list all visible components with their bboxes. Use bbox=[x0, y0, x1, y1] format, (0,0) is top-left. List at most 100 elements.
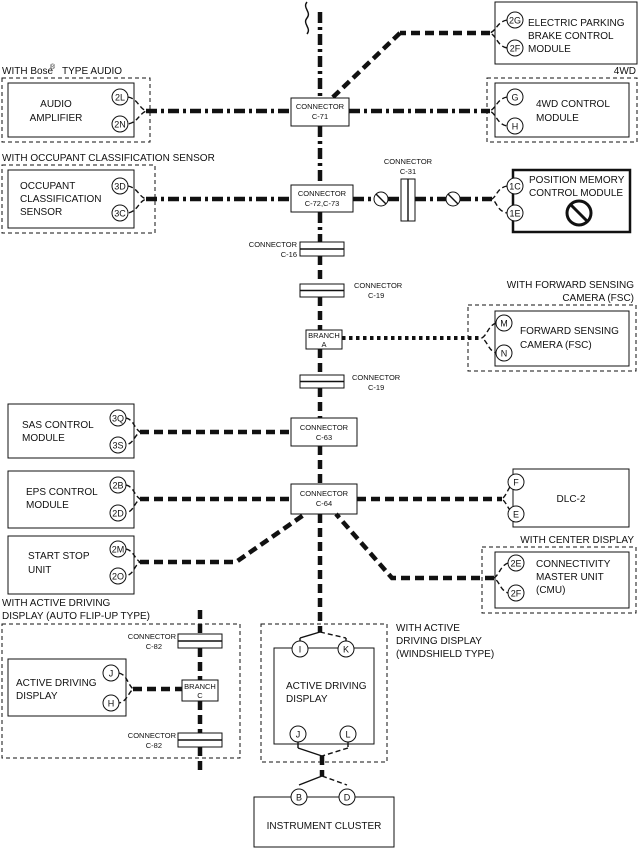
svg-text:DRIVING DISPLAY: DRIVING DISPLAY bbox=[396, 636, 482, 647]
svg-text:A: A bbox=[321, 340, 326, 349]
epb-pin-2f bbox=[506, 39, 524, 57]
svg-text:C-19: C-19 bbox=[368, 383, 384, 392]
svg-text:OCCUPANT: OCCUPANT bbox=[20, 181, 75, 192]
svg-text:CONNECTOR: CONNECTOR bbox=[300, 423, 349, 432]
svg-text:WITH ACTIVE: WITH ACTIVE bbox=[396, 623, 460, 634]
svg-text:EPS CONTROL: EPS CONTROL bbox=[26, 487, 98, 498]
cluster-group: B D INSTRUMENT CLUSTER bbox=[253, 788, 395, 848]
ssu-group: 2M 2O START STOP UNIT bbox=[7, 512, 307, 595]
svg-text:C-82: C-82 bbox=[146, 642, 162, 651]
svg-text:2F: 2F bbox=[511, 589, 522, 599]
connector-c64: CONNECTOR C-64 bbox=[290, 483, 358, 515]
audio-amp-group: WITH Bose ® TYPE AUDIO 2L 2N AUDIO AMPLI… bbox=[1, 63, 292, 143]
svg-text:G: G bbox=[511, 93, 518, 103]
svg-text:H: H bbox=[512, 122, 519, 132]
connector-c72-c73: CONNECTOR C-72,C-73 bbox=[290, 184, 354, 213]
svg-text:INSTRUMENT CLUSTER: INSTRUMENT CLUSTER bbox=[267, 821, 382, 832]
svg-text:CONNECTOR: CONNECTOR bbox=[298, 189, 347, 198]
svg-text:CONNECTOR: CONNECTOR bbox=[128, 632, 177, 641]
epb-module-group: 2G 2F ELECTRIC PARKING BRAKE CONTROL MOD… bbox=[328, 1, 638, 102]
type-audio-label: TYPE AUDIO bbox=[62, 66, 122, 77]
svg-text:F: F bbox=[513, 478, 519, 488]
svg-text:CONNECTOR: CONNECTOR bbox=[384, 157, 433, 166]
prohibited-icon bbox=[565, 199, 593, 227]
svg-text:B: B bbox=[296, 793, 302, 803]
svg-text:E: E bbox=[513, 510, 519, 520]
awd-label: 4WD bbox=[614, 66, 636, 77]
svg-text:C-82: C-82 bbox=[146, 741, 162, 750]
svg-text:CAMERA (FSC): CAMERA (FSC) bbox=[520, 340, 592, 351]
with-bose-label: WITH Bose bbox=[2, 66, 54, 77]
svg-text:CONNECTOR: CONNECTOR bbox=[354, 281, 403, 290]
svg-text:CONTROL MODULE: CONTROL MODULE bbox=[529, 188, 623, 199]
with-ocs-label: WITH OCCUPANT CLASSIFICATION SENSOR bbox=[2, 153, 215, 164]
svg-text:DLC-2: DLC-2 bbox=[557, 494, 586, 505]
svg-text:C-63: C-63 bbox=[316, 433, 332, 442]
svg-text:ACTIVE DRIVING: ACTIVE DRIVING bbox=[286, 681, 367, 692]
svg-text:3S: 3S bbox=[112, 441, 123, 451]
svg-text:M: M bbox=[500, 319, 508, 329]
add-auto-group: WITH ACTIVE DRIVING DISPLAY (AUTO FLIP-U… bbox=[1, 598, 241, 772]
twisted-pair-icon bbox=[445, 191, 461, 207]
epb-pin-2f-label: 2F bbox=[510, 44, 521, 54]
svg-text:2M: 2M bbox=[112, 545, 125, 555]
audio-pin-2l: 2L bbox=[115, 93, 125, 103]
audio-pin-2n: 2N bbox=[114, 120, 126, 130]
svg-text:2O: 2O bbox=[112, 572, 124, 582]
add-ws-group: WITH ACTIVE DRIVING DISPLAY (WINDSHIELD … bbox=[260, 623, 494, 786]
connector-c19-upper: CONNECTOR C-19 bbox=[299, 281, 403, 300]
audio-line1: AUDIO bbox=[40, 99, 72, 110]
svg-text:WITH ACTIVE DRIVING: WITH ACTIVE DRIVING bbox=[2, 598, 111, 609]
svg-text:C: C bbox=[197, 691, 203, 700]
svg-text:2D: 2D bbox=[112, 509, 124, 519]
fsc-group: WITH FORWARD SENSING CAMERA (FSC) M N FO… bbox=[342, 280, 637, 372]
svg-text:FORWARD SENSING: FORWARD SENSING bbox=[520, 326, 619, 337]
svg-text:D: D bbox=[344, 793, 351, 803]
twisted-pair-icon bbox=[373, 191, 389, 207]
epb-line3: MODULE bbox=[528, 44, 571, 55]
svg-text:POSITION MEMORY: POSITION MEMORY bbox=[529, 175, 625, 186]
awd-line2: MODULE bbox=[536, 113, 579, 124]
svg-text:(WINDSHIELD TYPE): (WINDSHIELD TYPE) bbox=[396, 649, 494, 660]
bose-reg: ® bbox=[50, 63, 56, 71]
awd-group: 4WD G H 4WD CONTROL MODULE bbox=[349, 66, 638, 143]
svg-text:C-72,C-73: C-72,C-73 bbox=[305, 199, 340, 208]
svg-text:BRANCH: BRANCH bbox=[308, 331, 340, 340]
svg-text:C-31: C-31 bbox=[400, 167, 416, 176]
svg-text:C-16: C-16 bbox=[281, 250, 297, 259]
svg-text:(CMU): (CMU) bbox=[536, 585, 565, 596]
svg-text:SAS CONTROL: SAS CONTROL bbox=[22, 420, 94, 431]
svg-text:START STOP: START STOP bbox=[28, 551, 90, 562]
dlc-group: F E DLC-2 bbox=[357, 468, 630, 528]
pmc-group: CONNECTOR C-31 1C 1E POSITION MEMORY CON… bbox=[353, 157, 632, 234]
svg-text:MASTER UNIT: MASTER UNIT bbox=[536, 572, 604, 583]
svg-text:CONNECTOR: CONNECTOR bbox=[296, 102, 345, 111]
svg-text:CONNECTIVITY: CONNECTIVITY bbox=[536, 559, 611, 570]
svg-text:C-71: C-71 bbox=[312, 112, 328, 121]
svg-text:DISPLAY (AUTO FLIP-UP TYPE): DISPLAY (AUTO FLIP-UP TYPE) bbox=[2, 611, 150, 622]
svg-text:J: J bbox=[109, 669, 114, 679]
svg-text:I: I bbox=[299, 645, 302, 655]
svg-text:K: K bbox=[343, 645, 349, 655]
svg-text:J: J bbox=[296, 730, 301, 740]
svg-text:L: L bbox=[345, 730, 350, 740]
cmu-group: WITH CENTER DISPLAY 2E 2F CONNECTIVITY M… bbox=[334, 512, 637, 614]
svg-text:MODULE: MODULE bbox=[22, 433, 65, 444]
svg-text:CONNECTOR: CONNECTOR bbox=[300, 489, 349, 498]
svg-text:3Q: 3Q bbox=[112, 414, 124, 424]
connector-c71: CONNECTOR C-71 bbox=[290, 97, 350, 127]
svg-text:WITH FORWARD SENSING: WITH FORWARD SENSING bbox=[507, 280, 634, 291]
svg-text:MODULE: MODULE bbox=[26, 500, 69, 511]
main-trunk bbox=[304, 1, 323, 632]
connector-c16: CONNECTOR C-16 bbox=[249, 240, 345, 259]
svg-text:3D: 3D bbox=[114, 182, 126, 192]
svg-text:SENSOR: SENSOR bbox=[20, 207, 62, 218]
ocs-group: WITH OCCUPANT CLASSIFICATION SENSOR 3D 3… bbox=[1, 153, 292, 234]
svg-text:H: H bbox=[108, 699, 115, 709]
branch-a: BRANCH A bbox=[305, 329, 343, 350]
svg-text:2B: 2B bbox=[112, 481, 123, 491]
epb-line2: BRAKE CONTROL bbox=[528, 31, 614, 42]
svg-text:WITH CENTER DISPLAY: WITH CENTER DISPLAY bbox=[520, 535, 634, 546]
